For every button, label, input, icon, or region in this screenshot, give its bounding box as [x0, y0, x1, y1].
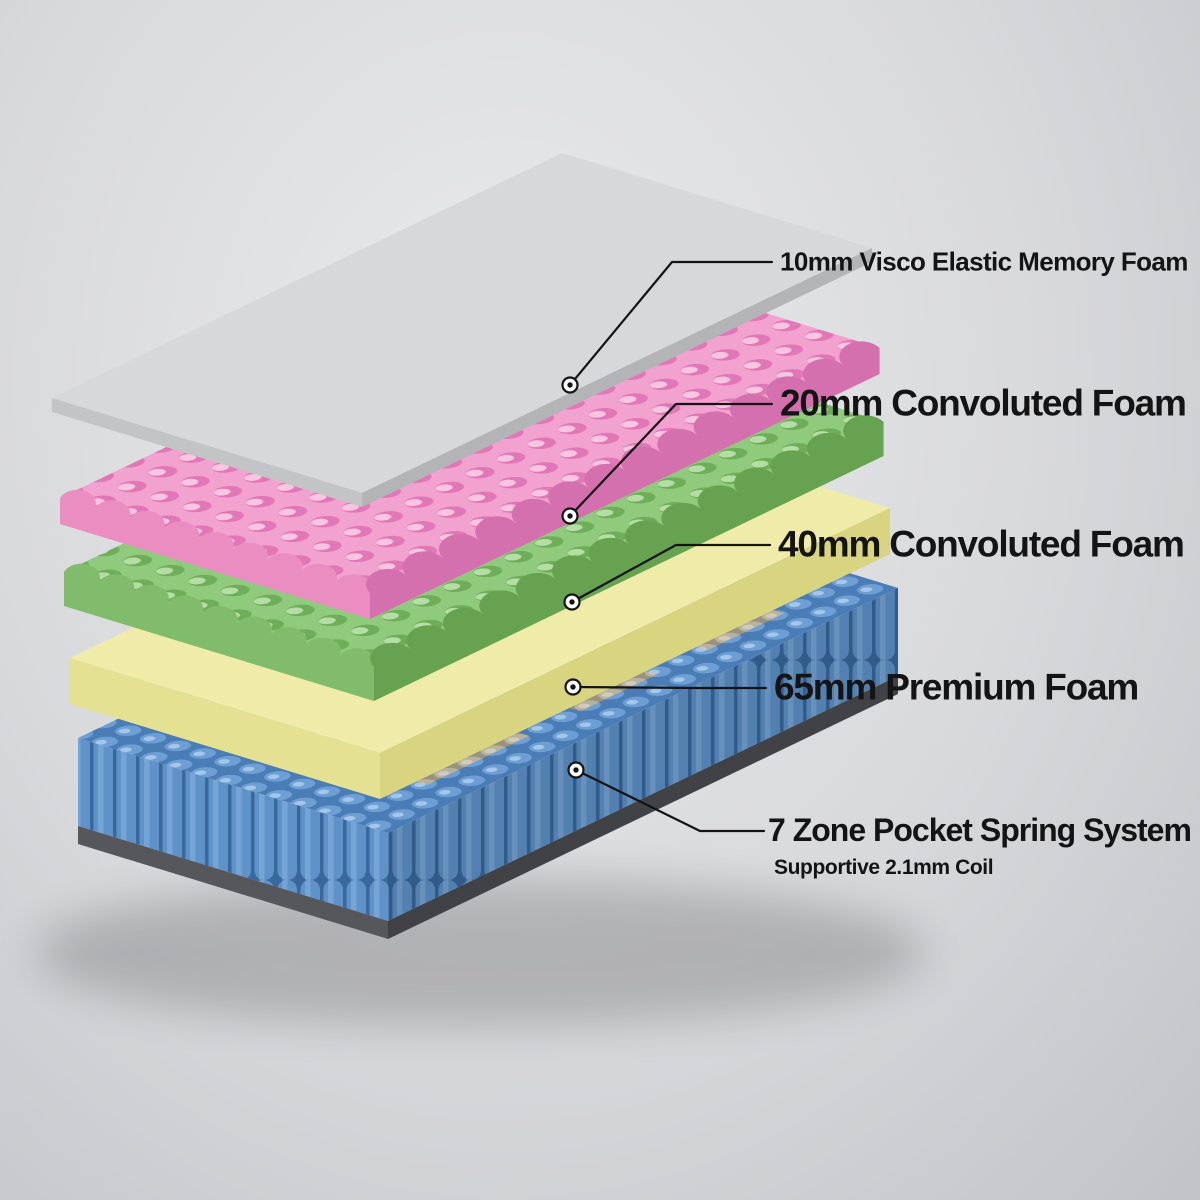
convoluted-20-front-left-face — [60, 489, 372, 619]
leader-dot-center-convoluted-20 — [567, 513, 573, 519]
label-premium-foam: 65mm Premium Foam — [774, 666, 1139, 708]
spring-base-front-left — [78, 826, 388, 939]
spring-base-front-right — [388, 676, 898, 939]
convoluted-40-front-left-face — [64, 563, 376, 701]
floor-shadow — [35, 877, 925, 1027]
leader-lines — [561, 260, 774, 833]
label-convoluted-foam-20: 20mm Convoluted Foam — [780, 382, 1187, 424]
leader-dot-center-memory-foam — [567, 382, 573, 388]
leader-line-convoluted-20 — [568, 402, 774, 518]
leader-line-premium-foam — [571, 685, 768, 690]
premium-foam-front-left-face — [70, 658, 380, 799]
leader-dot-center-pocket-spring — [573, 767, 579, 773]
memory-foam-front-left-face — [52, 398, 362, 507]
label-pocket-spring-block: 7 Zone Pocket Spring System Supportive 2… — [768, 812, 1192, 880]
label-memory-foam: 10mm Visco Elastic Memory Foam — [780, 246, 1188, 277]
leader-convoluted-20 — [561, 402, 774, 525]
label-convoluted-foam-40: 40mm Convoluted Foam — [778, 523, 1185, 565]
leader-line-convoluted-40 — [570, 543, 772, 604]
leader-convoluted-40 — [563, 543, 772, 611]
leader-line-pocket-spring — [574, 768, 766, 833]
label-pocket-spring-title: 7 Zone Pocket Spring System — [768, 812, 1192, 848]
memory-foam-top-face — [52, 153, 872, 493]
convoluted-20-front-right-face — [366, 341, 880, 619]
leader-memory-foam — [561, 260, 774, 394]
memory-foam-front-right-face — [362, 248, 872, 507]
leader-pocket-spring — [567, 761, 766, 833]
leader-line-memory-foam — [568, 260, 774, 387]
label-pocket-spring-subtitle: Supportive 2.1mm Coil — [774, 856, 994, 879]
convoluted-40-front-right-face — [370, 415, 884, 701]
spring-front-left-face — [78, 738, 388, 921]
premium-foam-front-right-face — [380, 508, 890, 799]
layer-memory-foam — [52, 153, 872, 507]
leader-dot-center-convoluted-40 — [569, 599, 575, 605]
leader-premium-foam — [564, 678, 768, 696]
spring-front-right-shade — [388, 588, 898, 921]
leader-dot-center-premium-foam — [570, 684, 576, 690]
spring-front-right-face — [388, 588, 898, 921]
